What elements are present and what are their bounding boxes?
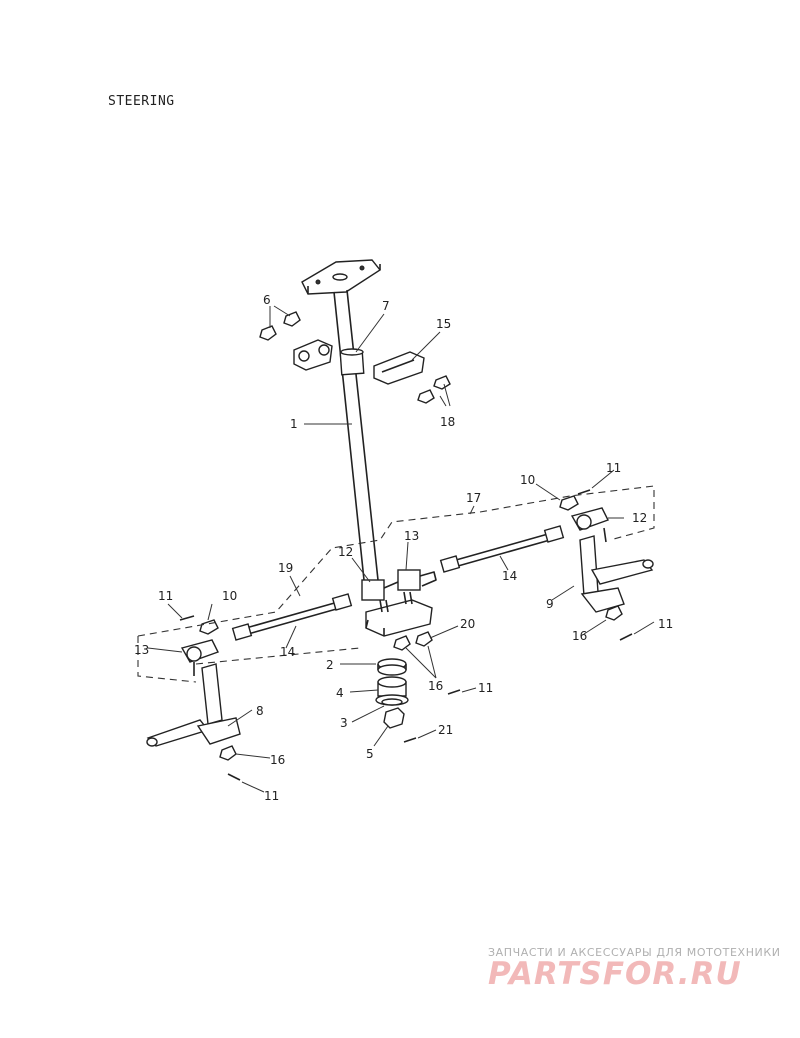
callout-11-right: 11 [606, 461, 621, 475]
callout-6: 6 [263, 293, 271, 307]
assembly-outlines [137, 485, 655, 683]
callout-14-left: 14 [280, 645, 295, 659]
callout-13-left: 13 [134, 643, 149, 657]
callout-4: 4 [336, 686, 344, 700]
tie-rod-right [439, 525, 565, 573]
callout-2: 2 [326, 658, 334, 672]
tie-rod-end-left [180, 619, 219, 676]
steering-bottom-arm [361, 569, 437, 637]
callout-16-right: 16 [572, 629, 587, 643]
callout-5: 5 [366, 747, 374, 761]
callout-3: 3 [340, 716, 348, 730]
callout-11-knuckle-left: 11 [264, 789, 279, 803]
callout-12-center: 12 [338, 545, 353, 559]
column-holder [373, 351, 451, 404]
callout-18: 18 [440, 415, 455, 429]
callout-17: 17 [466, 491, 481, 505]
callout-19: 19 [278, 561, 293, 575]
steering-column [333, 289, 379, 581]
center-castle-nuts [393, 631, 433, 651]
callout-12-right: 12 [632, 511, 647, 525]
callout-14-right: 14 [502, 569, 517, 583]
tie-rod-left [231, 593, 353, 641]
cotter-pins [179, 489, 633, 781]
callout-11-center: 11 [478, 681, 493, 695]
watermark-logo: PARTSFOR.RU [488, 956, 742, 992]
steering-knuckle-left [146, 663, 241, 761]
callout-11-knuckle-right: 11 [658, 617, 673, 631]
callout-13-center: 13 [404, 529, 419, 543]
callout-9: 9 [546, 597, 554, 611]
callout-20: 20 [460, 617, 475, 631]
callout-15: 15 [436, 317, 451, 331]
leader-lines [147, 305, 655, 793]
page-title: STEERING [108, 94, 175, 109]
callout-7: 7 [382, 299, 390, 313]
watermark-caption: ЗАПЧАСТИ И АКСЕССУАРЫ ДЛЯ МОТОТЕХНИКИ [488, 946, 781, 959]
callout-10-left: 10 [222, 589, 237, 603]
callout-1: 1 [290, 417, 298, 431]
handlebar-mount-plate [301, 259, 382, 295]
callout-8: 8 [256, 704, 264, 718]
callout-10-right: 10 [520, 473, 535, 487]
column-bearing-stack [375, 658, 409, 729]
callout-21: 21 [438, 723, 453, 737]
tie-rod-end-right [559, 495, 609, 543]
callout-16-center: 16 [428, 679, 443, 693]
callout-11-left: 11 [158, 589, 173, 603]
upper-column-bracket [259, 311, 333, 371]
steering-knuckle-right [579, 535, 654, 621]
callout-16-left: 16 [270, 753, 285, 767]
callout-labels: 1 2 3 4 5 6 7 8 9 10 10 11 11 11 11 11 1… [134, 293, 673, 803]
